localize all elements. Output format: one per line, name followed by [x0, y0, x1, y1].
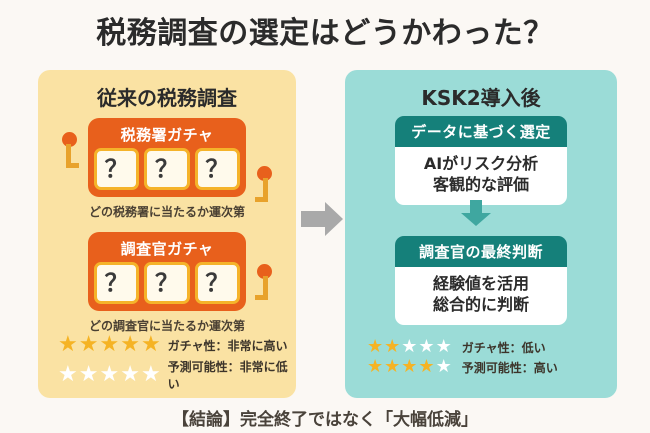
crank-handle-right-icon	[240, 166, 272, 208]
gacha-slot: ？	[94, 262, 140, 304]
left-panel-traditional-audit: 従来の税務調査 税務署ガチャ ？ ？ ？ どの税務署に当たるか運次第	[38, 70, 296, 398]
gacha-slot-row: ？ ？ ？	[94, 262, 240, 304]
gacha-slot: ？	[144, 148, 190, 190]
rating-label: ガチャ性：非常に高い	[167, 338, 288, 353]
gacha-caption: どの調査官に当たるか運次第	[88, 319, 245, 333]
rating-label: ガチャ性：低い	[461, 340, 546, 355]
crank-arm-horizontal	[66, 163, 79, 168]
rating-row: ★★★★★ 予測可能性：高い	[345, 358, 617, 376]
flow-arrow-down-icon	[461, 200, 491, 226]
star-empty-icon: ★	[120, 362, 140, 387]
card-body-line: 総合的に判断	[432, 294, 529, 314]
rating-row: ★★★★★ ガチャ性：低い	[345, 338, 617, 356]
star-empty-icon: ★	[140, 362, 161, 387]
card-data-based-selection: データに基づく選定 AIがリスク分析 客観的な評価	[395, 116, 567, 205]
rating-label: 予測可能性：非常に低い	[167, 360, 288, 391]
card-body-line: AIがリスク分析	[423, 154, 539, 173]
star-filled-icon: ★	[120, 332, 140, 357]
gacha-body: 調査官ガチャ ？ ？ ？	[88, 232, 272, 311]
crank-arm-horizontal	[255, 197, 268, 202]
crank-knob	[257, 166, 272, 181]
gacha-title: 調査官ガチャ	[120, 240, 214, 258]
star-empty-icon: ★	[435, 356, 452, 377]
right-panel-ksk2: KSK2導入後 データに基づく選定 AIがリスク分析 客観的な評価 調査官の最終…	[345, 70, 617, 398]
star-filled-icon: ★	[384, 336, 401, 357]
star-empty-icon: ★	[58, 362, 78, 387]
gacha-slot: ？	[144, 262, 190, 304]
gacha-caption: どの税務署に当たるか運次第	[88, 205, 245, 219]
card-body: 経験値を活用 総合的に判断	[395, 267, 567, 325]
crank-handle-right-icon	[240, 264, 272, 306]
gacha-body: 税務署ガチャ ？ ？ ？	[62, 118, 272, 202]
star-empty-icon: ★	[78, 362, 99, 387]
gacha-title: 税務署ガチャ	[120, 126, 214, 144]
star-rating-gacha: ★★★★★	[58, 334, 161, 356]
left-panel-heading: 従来の税務調査	[97, 86, 237, 110]
star-rating-predictability: ★★★★★	[367, 358, 452, 376]
gacha-slot: ？	[94, 148, 140, 190]
star-rating-predictability: ★★★★★	[58, 364, 161, 386]
star-filled-icon: ★	[78, 332, 99, 357]
star-empty-icon: ★	[99, 362, 120, 387]
crank-handle-left-icon	[62, 132, 94, 174]
card-header: 調査官の最終判断	[395, 236, 567, 267]
star-empty-icon: ★	[418, 336, 435, 357]
rating-row: ★★★★★ ガチャ性：非常に高い	[38, 334, 296, 356]
star-filled-icon: ★	[384, 356, 401, 377]
star-filled-icon: ★	[367, 356, 384, 377]
gacha-slot: ？	[194, 262, 240, 304]
card-body-line: 経験値を活用	[432, 274, 529, 293]
right-panel-heading: KSK2導入後	[421, 86, 541, 110]
transition-arrow-right-icon	[301, 202, 343, 236]
star-filled-icon: ★	[99, 332, 120, 357]
rating-label: 予測可能性：高い	[461, 360, 558, 375]
crank-arm-vertical	[66, 144, 71, 168]
star-filled-icon: ★	[367, 336, 384, 357]
card-body: AIがリスク分析 客観的な評価	[395, 147, 567, 205]
page-title: 税務調査の選定はどうかわった？	[96, 16, 554, 51]
star-filled-icon: ★	[401, 356, 418, 377]
card-final-judgement: 調査官の最終判断 経験値を活用 総合的に判断	[395, 236, 567, 325]
crank-arm-vertical	[263, 276, 268, 300]
left-panel-ratings: ★★★★★ ガチャ性：非常に高い ★★★★★ 予測可能性：非常に低い	[38, 334, 296, 394]
gacha-slot-row: ？ ？ ？	[94, 148, 240, 190]
conclusion-text: 【結論】完全終了ではなく「大幅低減」	[172, 410, 478, 430]
star-filled-icon: ★	[58, 332, 78, 357]
star-empty-icon: ★	[401, 336, 418, 357]
card-header: データに基づく選定	[395, 116, 567, 147]
star-rating-gacha: ★★★★★	[367, 338, 452, 356]
star-filled-icon: ★	[140, 332, 161, 357]
crank-knob	[62, 132, 77, 147]
right-panel-ratings: ★★★★★ ガチャ性：低い ★★★★★ 予測可能性：高い	[345, 338, 617, 378]
crank-knob	[257, 264, 272, 279]
star-filled-icon: ★	[418, 356, 435, 377]
star-empty-icon: ★	[435, 336, 452, 357]
gacha-slot: ？	[194, 148, 240, 190]
card-body-line: 客観的な評価	[432, 174, 529, 194]
rating-row: ★★★★★ 予測可能性：非常に低い	[38, 358, 296, 392]
crank-arm-horizontal	[255, 295, 268, 300]
gacha-machine-inspector: 調査官ガチャ ？ ？ ？ どの調査官に当たるか運次第	[88, 232, 272, 334]
crank-arm-vertical	[263, 178, 268, 202]
gacha-machine-tax-office: 税務署ガチャ ？ ？ ？ どの税務署に当たるか運次第	[62, 118, 272, 220]
